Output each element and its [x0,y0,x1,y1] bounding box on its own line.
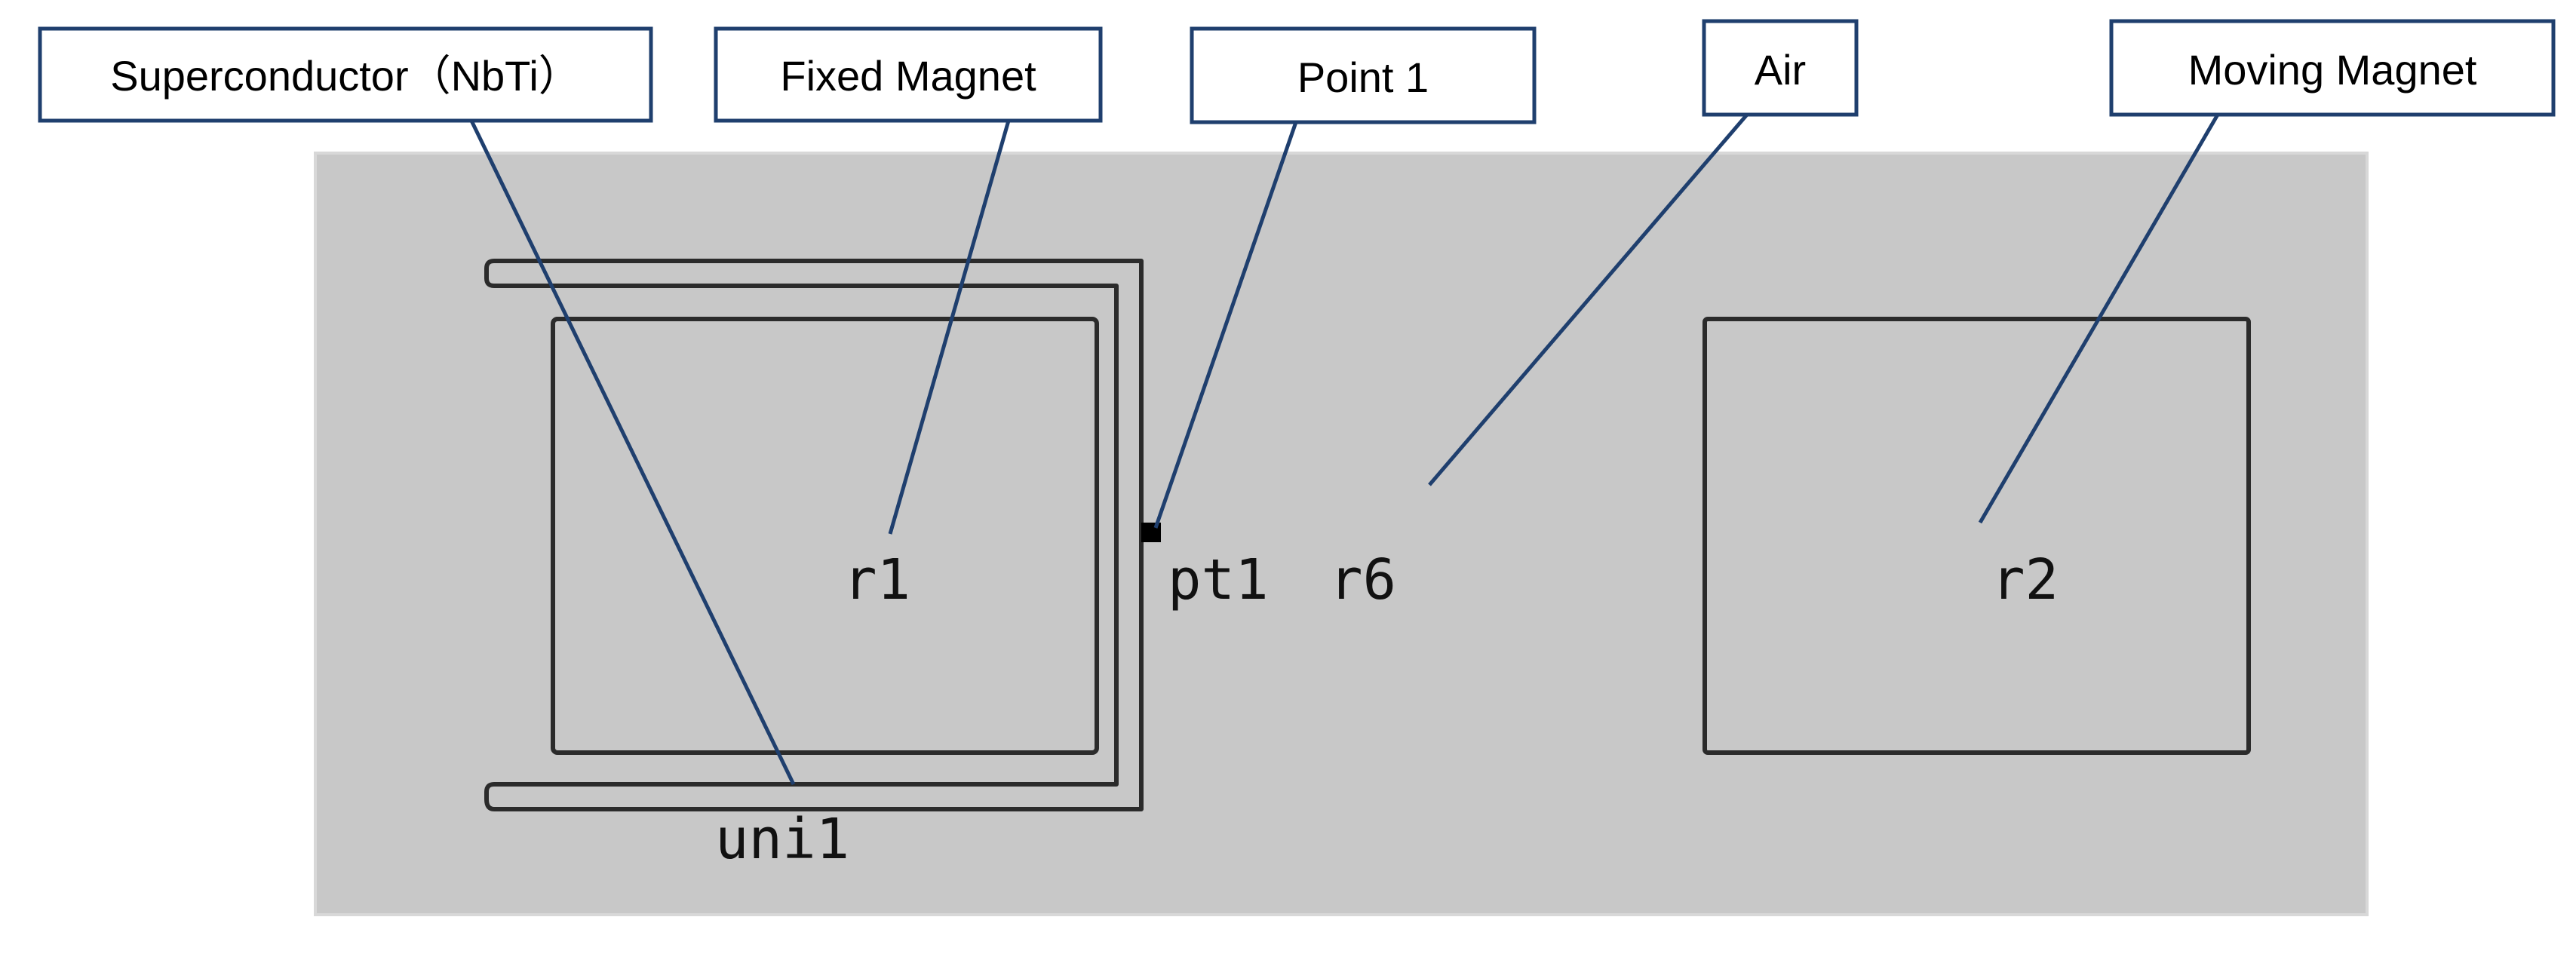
callout-box-superconductor [38,26,653,123]
moving-magnet-r2 [1702,317,2251,755]
leader-line-air [1428,113,1749,486]
region-label-r2: r2 [1991,547,2059,612]
callout-box-moving-magnet [2109,19,2556,117]
callout-superconductor: Superconductor（NbTi） [110,52,581,100]
callout-fixed-magnet: Fixed Magnet [780,52,1036,100]
air-domain [314,152,2369,916]
fixed-magnet-r1 [551,317,1099,755]
region-label-pt1: pt1 [1168,547,1269,612]
leader-line-moving-magnet [1978,113,2220,524]
callout-moving-magnet: Moving Magnet [2188,46,2477,94]
callout-box-fixed-magnet [714,26,1103,123]
superconductor-shell-outer [484,259,1144,811]
leader-line-point1 [1153,121,1298,529]
callout-air: Air [1755,46,1806,94]
region-label-uni1: uni1 [715,807,849,872]
region-label-r6: r6 [1329,547,1396,612]
region-label-r1: r1 [843,547,910,612]
callout-point1: Point 1 [1297,54,1429,101]
callout-box-air [1702,19,1859,117]
leader-line-fixed-magnet [888,120,1011,535]
callout-box-point1 [1190,26,1537,124]
leader-line-superconductor [469,119,796,786]
